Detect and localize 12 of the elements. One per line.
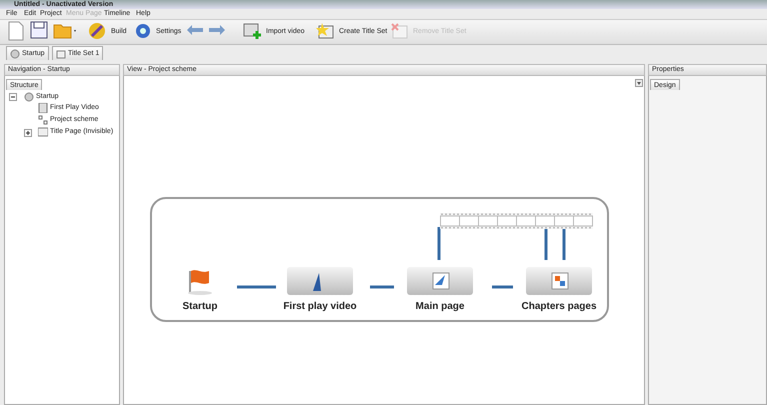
node-label: Startup <box>182 301 218 312</box>
connector-line <box>562 227 566 260</box>
connector-line <box>370 286 394 288</box>
connector-line <box>544 227 548 260</box>
node-label: Chapters pages <box>521 301 597 312</box>
node-label: First play video <box>283 301 357 312</box>
connector-line <box>438 227 440 260</box>
connector-line <box>237 286 276 288</box>
node-label: Main page <box>416 301 464 312</box>
filmstrip-drawing <box>440 213 593 229</box>
scheme-panel <box>150 197 609 322</box>
connector-line <box>492 286 513 288</box>
